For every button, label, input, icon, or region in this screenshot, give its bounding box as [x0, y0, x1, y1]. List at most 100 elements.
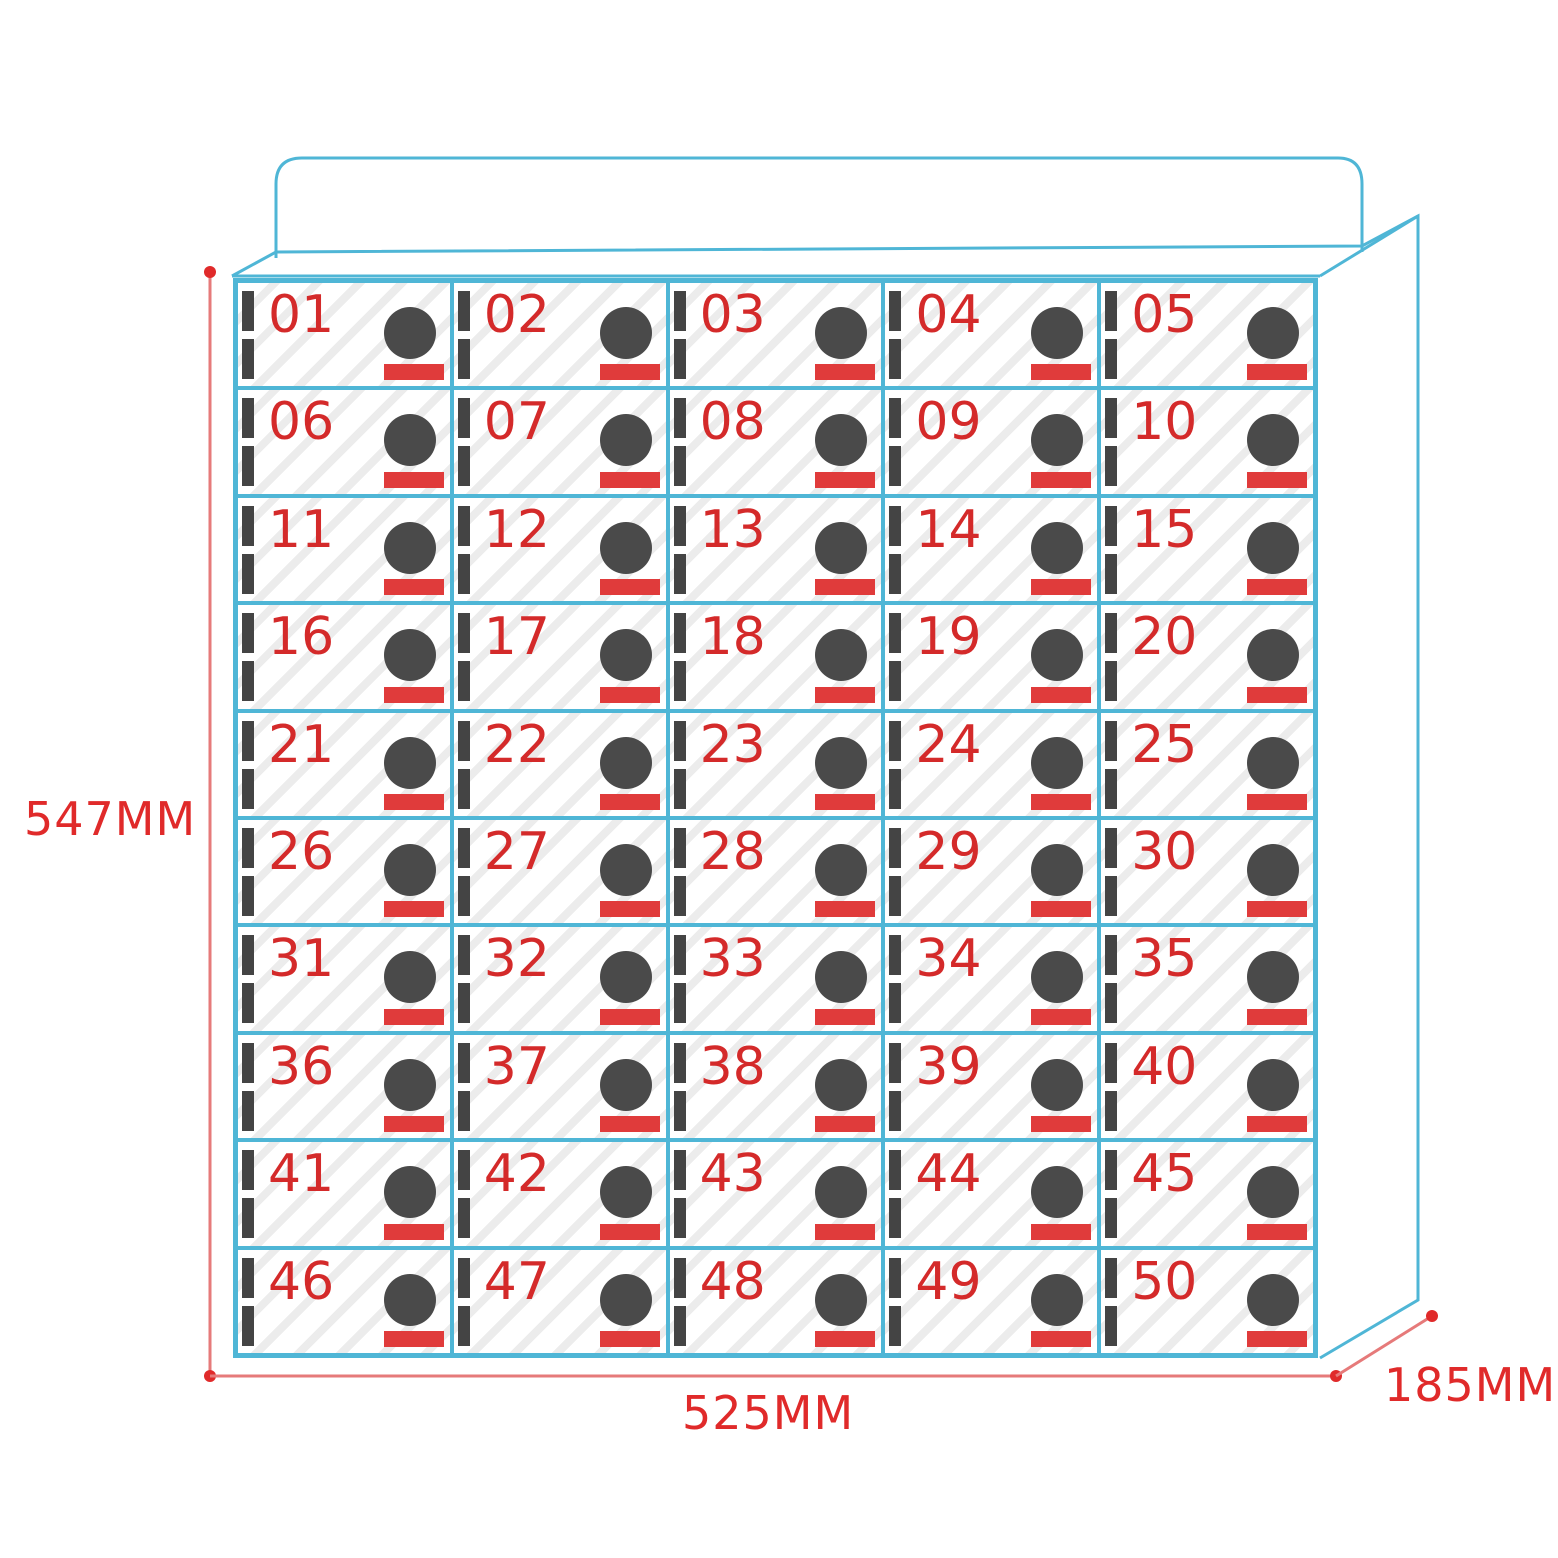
- slot-number: 09: [915, 392, 982, 453]
- slot-number: 49: [915, 1251, 982, 1312]
- hinge-icon: [673, 1042, 686, 1083]
- hinge-icon: [889, 291, 902, 331]
- label-tag-icon: [383, 471, 444, 488]
- slot-number: 02: [483, 285, 550, 345]
- knob-icon: [815, 1058, 868, 1111]
- hinge-icon: [1105, 553, 1118, 594]
- locker-slot: 23: [667, 710, 884, 818]
- label-tag-icon: [1247, 794, 1307, 810]
- hinge-icon: [457, 1305, 470, 1346]
- knob-icon: [1247, 736, 1299, 789]
- slot-number: 24: [915, 714, 982, 775]
- locker-slot: 26: [236, 818, 452, 926]
- label-tag-icon: [815, 1331, 876, 1347]
- hinge-icon: [1105, 505, 1118, 546]
- label-tag-icon: [383, 364, 444, 381]
- label-tag-icon: [599, 901, 660, 918]
- label-tag-icon: [815, 686, 876, 703]
- slot-number: 16: [268, 607, 335, 668]
- slot-number: 35: [1131, 929, 1198, 990]
- hinge-icon: [1105, 720, 1118, 761]
- locker-slot: 50: [1099, 1247, 1315, 1355]
- hinge-icon: [889, 935, 902, 976]
- knob-icon: [383, 736, 436, 789]
- hinge-icon: [889, 613, 902, 654]
- slot-number: 23: [699, 714, 766, 775]
- knob-icon: [599, 629, 652, 682]
- hinge-icon: [457, 720, 470, 761]
- slot-number: 20: [1131, 607, 1198, 668]
- slot-number: 26: [268, 822, 335, 882]
- hinge-icon: [673, 339, 686, 379]
- hinge-icon: [1105, 983, 1118, 1024]
- hinge-icon: [673, 1090, 686, 1131]
- locker-slot: 18: [667, 603, 884, 711]
- locker-slot: 17: [451, 603, 668, 711]
- locker-slot: 45: [1099, 1140, 1315, 1248]
- locker-slot: 12: [451, 495, 668, 604]
- label-tag-icon: [599, 1331, 660, 1347]
- height-dimension-label: 547MM: [24, 792, 197, 846]
- slot-number: 14: [915, 499, 982, 560]
- label-tag-icon: [1031, 1331, 1092, 1347]
- label-tag-icon: [1031, 579, 1092, 596]
- slot-number: 38: [699, 1036, 766, 1097]
- hinge-icon: [673, 1198, 686, 1239]
- hinge-icon: [242, 768, 254, 809]
- slot-number: 36: [268, 1036, 335, 1097]
- locker-slot: 43: [667, 1140, 884, 1248]
- slot-number: 08: [699, 392, 766, 453]
- hinge-icon: [242, 1305, 254, 1346]
- slot-number: 12: [483, 499, 550, 560]
- slot-number: 15: [1131, 499, 1198, 560]
- slot-number: 05: [1131, 285, 1198, 345]
- label-tag-icon: [815, 1116, 876, 1133]
- label-tag-icon: [383, 579, 444, 596]
- slot-number: 50: [1131, 1251, 1198, 1312]
- slot-number: 07: [483, 392, 550, 453]
- hinge-icon: [457, 398, 470, 439]
- hinge-icon: [242, 1150, 254, 1191]
- hinge-icon: [242, 446, 254, 487]
- label-tag-icon: [1247, 1331, 1307, 1347]
- knob-icon: [815, 414, 868, 467]
- knob-icon: [383, 844, 436, 896]
- hinge-icon: [242, 828, 254, 868]
- hinge-icon: [673, 1305, 686, 1346]
- hinge-icon: [889, 768, 902, 809]
- hinge-icon: [673, 1257, 686, 1298]
- knob-icon: [599, 1273, 652, 1326]
- slot-number: 04: [915, 285, 982, 345]
- locker-slot: 03: [667, 281, 884, 389]
- depth-dimension-dot: [1426, 1310, 1438, 1322]
- locker-slot: 38: [667, 1032, 884, 1141]
- knob-icon: [815, 629, 868, 682]
- hinge-icon: [889, 983, 902, 1024]
- hinge-icon: [242, 505, 254, 546]
- locker-slot: 09: [883, 388, 1100, 496]
- hinge-icon: [673, 720, 686, 761]
- label-tag-icon: [383, 1008, 444, 1025]
- slot-number: 01: [268, 285, 335, 345]
- slot-number: 39: [915, 1036, 982, 1097]
- locker-slot: 40: [1099, 1032, 1315, 1141]
- slot-number: 37: [483, 1036, 550, 1097]
- locker-slot: 25: [1099, 710, 1315, 818]
- locker-slot: 47: [451, 1247, 668, 1355]
- locker-slot: 44: [883, 1140, 1100, 1248]
- hinge-icon: [457, 661, 470, 702]
- hinge-icon: [889, 1150, 902, 1191]
- slot-number: 46: [268, 1251, 335, 1312]
- knob-icon: [1247, 414, 1299, 467]
- label-tag-icon: [815, 794, 876, 810]
- label-tag-icon: [1247, 579, 1307, 596]
- hinge-icon: [457, 339, 470, 379]
- label-tag-icon: [383, 1331, 444, 1347]
- slot-number: 21: [268, 714, 335, 775]
- hinge-icon: [889, 661, 902, 702]
- knob-icon: [383, 1273, 436, 1326]
- locker-slot: 24: [883, 710, 1100, 818]
- hinge-icon: [242, 553, 254, 594]
- locker-slot: 35: [1099, 925, 1315, 1033]
- knob-icon: [1031, 414, 1084, 467]
